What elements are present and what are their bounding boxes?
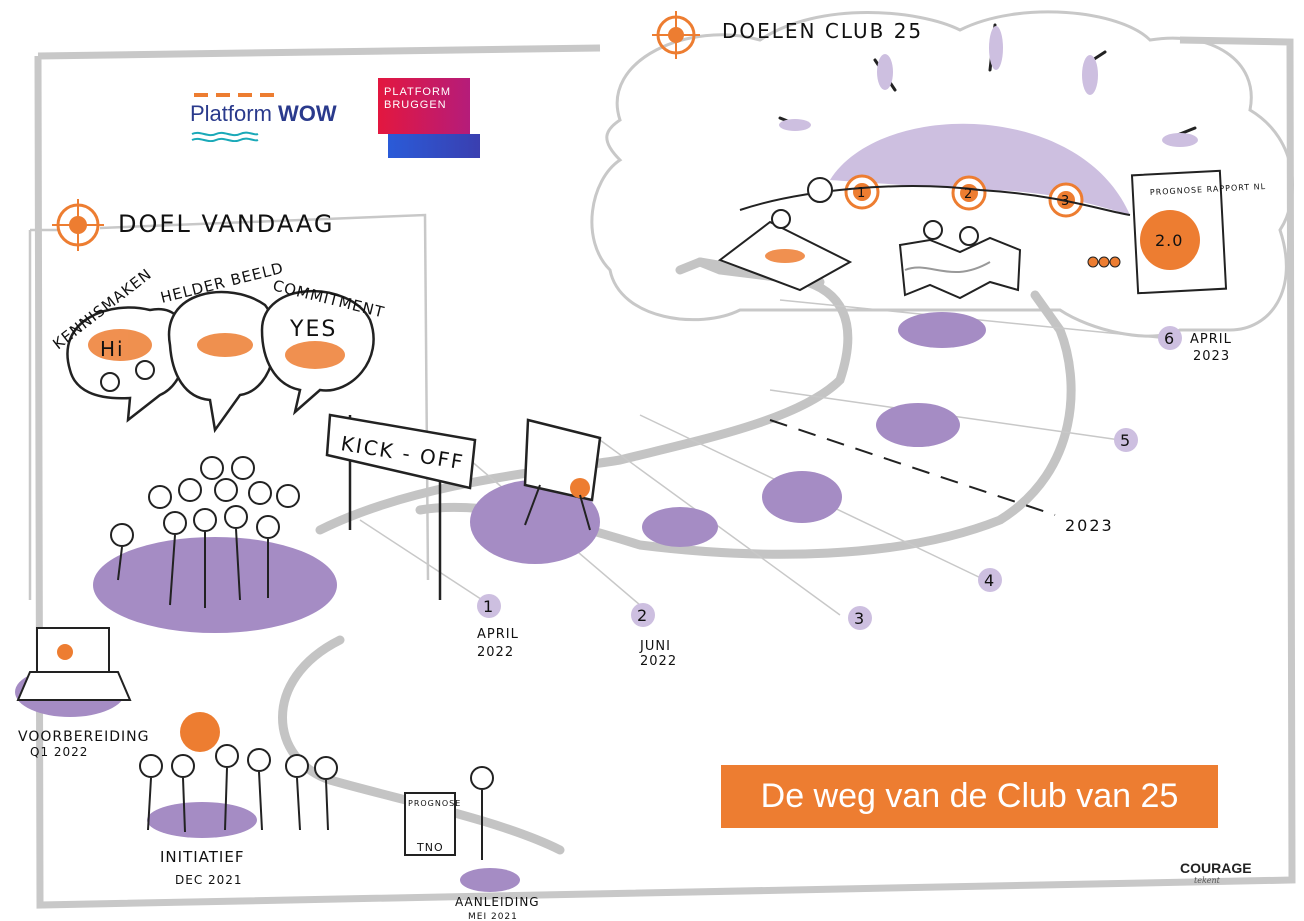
initiatief-label: INITIATIEF [160,848,244,866]
aanleiding-label: AANLEIDING [455,895,540,909]
milestone-6-line2: 2023 [1193,349,1230,364]
voorbereiding-date: Q1 2022 [30,745,88,759]
milestone-6-number: 6 [1164,329,1175,348]
platform-wow-logo: Platform WOW [190,93,350,143]
courage-logo-sub: tekent [1194,876,1220,885]
voorbereiding-label: VOORBEREIDING [18,729,149,745]
prognose-sign-text: PROGNOSE [408,799,461,808]
bubble-content-hi: Hi [100,337,125,361]
wow-logo-regular: Platform [190,101,272,126]
milestone-1-number: 1 [483,597,494,616]
report-version: 2.0 [1155,231,1183,250]
initiatief-date: DEC 2021 [175,873,243,887]
milestone-5-number: 5 [1120,431,1131,450]
goals-cloud [590,10,1294,338]
milestone-2-line2: 2022 [640,654,677,669]
milestone-2-line1: JUNI [639,639,671,654]
milestone-6-line1: APRIL [1190,332,1232,347]
courage-logo-text: COURAGE [1180,860,1252,876]
goals-today-title: DOEL VANDAAG [118,210,335,238]
banner-title: De weg van de Club van 25 [760,777,1179,815]
target-2-label: 2 [964,187,973,202]
bruggen-logo-line1: PLATFORM [384,86,452,98]
milestone-2-number: 2 [637,606,648,625]
year-marker: 2023 [1065,516,1114,535]
wow-logo-bold: WOW [278,101,337,126]
club-goals-title: DOELEN CLUB 25 [722,19,923,43]
milestone-4-number: 4 [984,571,995,590]
milestone-1-line2: 2022 [477,645,514,660]
bubble-content-yes: YES [289,317,337,342]
target-1-label: 1 [857,186,866,201]
milestone-3-number: 3 [854,609,865,628]
target-3-label: 3 [1061,194,1070,209]
wave-icon [191,131,259,143]
aanleiding-date: MEI 2021 [468,912,518,921]
milestone-1-line1: APRIL [477,627,519,642]
tno-text: TNO [416,841,444,854]
title-banner: De weg van de Club van 25 [721,765,1218,828]
courage-logo: COURAGE tekent [1180,860,1270,890]
bruggen-logo-line2: BRUGGEN [384,99,447,111]
